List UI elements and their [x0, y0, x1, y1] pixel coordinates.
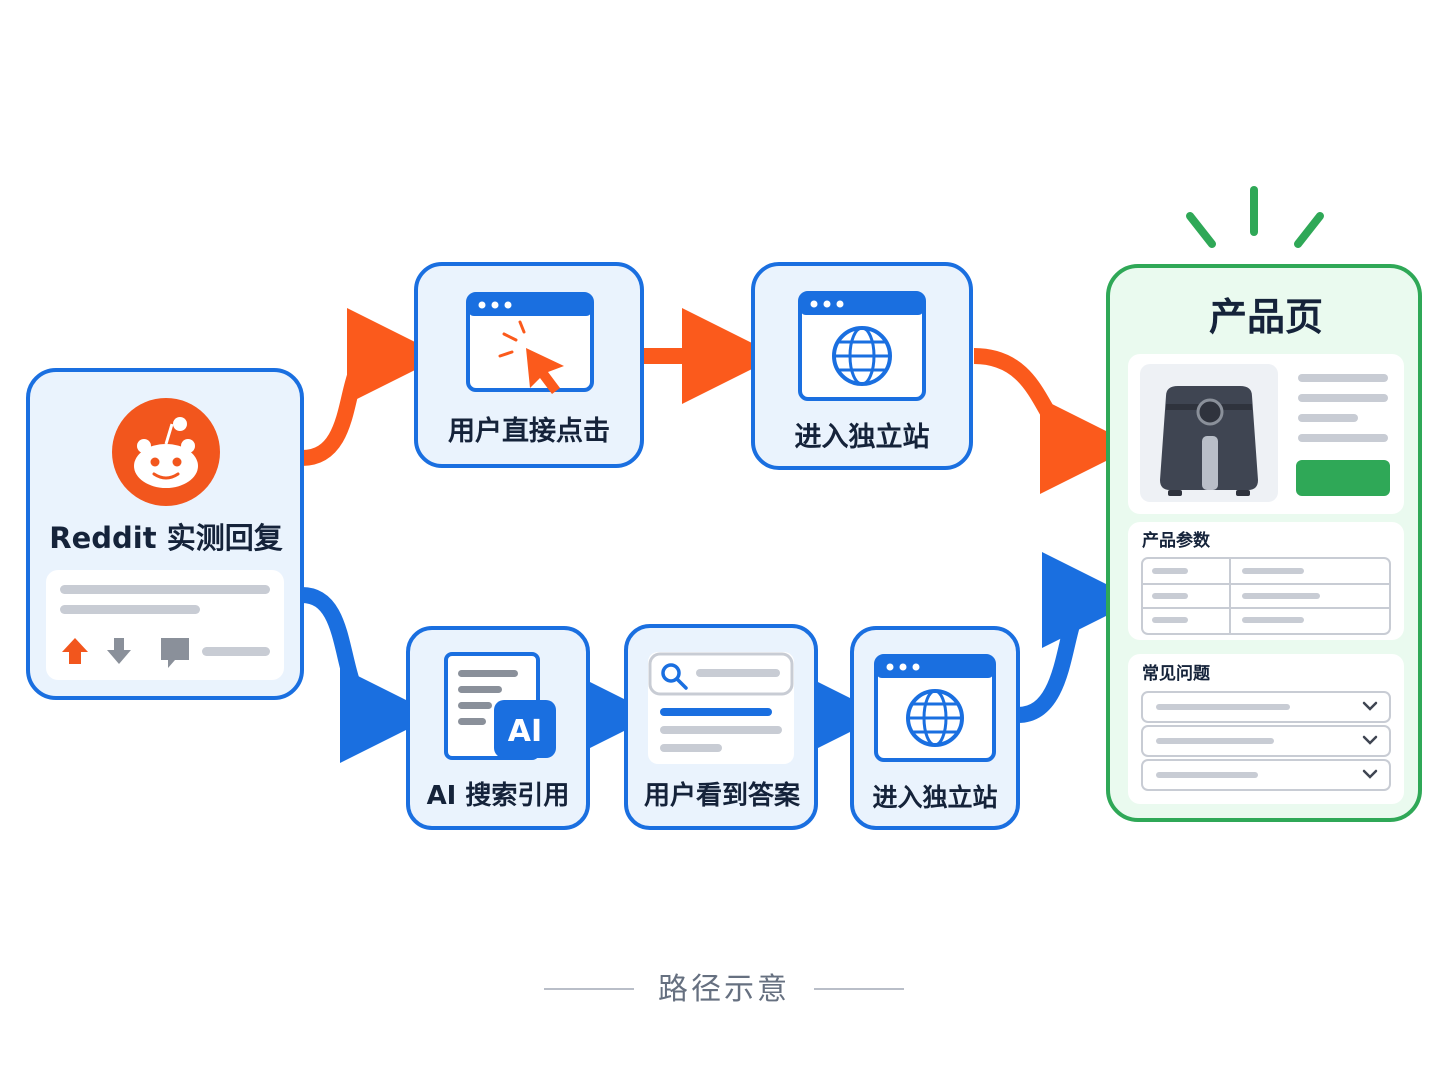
arrow-site-to-product-bottom — [1017, 552, 1138, 723]
chevron-down-icon — [1362, 701, 1378, 711]
faq-heading: 常见问题 — [1142, 663, 1211, 684]
connector-arrows — [301, 308, 1138, 763]
reddit-node: Reddit 实测回复 — [26, 368, 304, 700]
comment-icon — [161, 638, 189, 668]
ai-search-node-label: AI 搜索引用 — [427, 781, 570, 811]
browser-globe-icon — [874, 654, 996, 762]
site-node-bottom-label: 进入独立站 — [872, 783, 997, 812]
arrow-reddit-to-click — [301, 308, 443, 466]
faq-item — [1141, 759, 1391, 791]
ai-search-node: AI AI 搜索引用 — [406, 626, 590, 830]
reddit-icon — [112, 398, 220, 506]
air-fryer-image — [1160, 386, 1258, 496]
arrow-site-to-product — [973, 348, 1136, 494]
chevron-down-icon — [1362, 735, 1378, 745]
downvote-icon — [107, 638, 131, 664]
faq-item — [1141, 691, 1391, 723]
buy-button — [1296, 460, 1390, 496]
click-node-label: 用户直接点击 — [448, 415, 610, 447]
caption-text: 路径示意 — [658, 972, 790, 1007]
click-node: 用户直接点击 — [414, 262, 644, 468]
site-node-top: 进入独立站 — [751, 262, 973, 470]
answer-node: 用户看到答案 — [624, 624, 818, 830]
search-result-icon — [648, 652, 794, 764]
product-page-node: 产品页 产品参数 — [1106, 186, 1422, 822]
browser-globe-icon — [798, 291, 926, 401]
params-table — [1141, 557, 1391, 635]
ai-badge: AI — [508, 714, 542, 749]
params-heading: 产品参数 — [1142, 530, 1211, 551]
faq-item — [1141, 725, 1391, 757]
answer-node-label: 用户看到答案 — [644, 780, 801, 811]
product-page-title: 产品页 — [1209, 295, 1323, 339]
ai-document-icon: AI — [444, 652, 556, 760]
browser-click-icon — [466, 292, 594, 394]
site-node-top-label: 进入独立站 — [795, 421, 930, 453]
upvote-icon — [62, 638, 88, 664]
sparkle-icon — [1186, 186, 1324, 248]
site-node-bottom: 进入独立站 — [850, 626, 1020, 830]
reddit-node-label: Reddit 实测回复 — [49, 521, 282, 555]
arrow-reddit-to-ai — [301, 587, 436, 763]
chevron-down-icon — [1362, 769, 1378, 779]
